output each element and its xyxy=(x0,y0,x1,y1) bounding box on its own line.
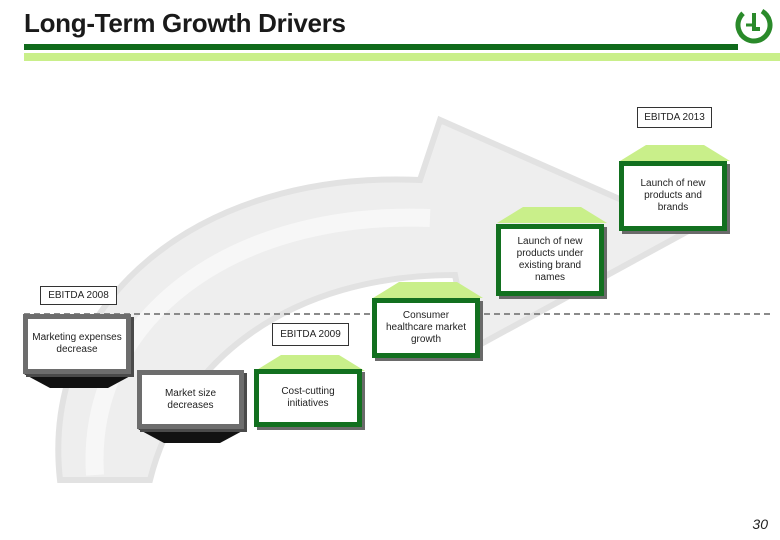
page-number: 30 xyxy=(752,516,768,532)
page-title: Long-Term Growth Drivers xyxy=(24,8,346,38)
cap-launch-existing xyxy=(497,207,607,223)
company-logo-icon xyxy=(735,6,773,44)
marketing-expenses-box: Marketing expenses decrease xyxy=(23,314,131,374)
market-size-box: Market size decreases xyxy=(137,370,244,429)
arrowhead-market-size xyxy=(138,429,246,443)
cap-launch-new xyxy=(620,145,730,161)
header-rule-light xyxy=(24,53,780,61)
launch-existing-brands-box: Launch of new products under existing br… xyxy=(496,224,604,296)
ebitda-2009-box: EBITDA 2009 xyxy=(272,323,349,346)
cap-cost-cutting xyxy=(255,355,365,371)
arrowhead-marketing xyxy=(24,374,134,388)
ebitda-2008-box: EBITDA 2008 xyxy=(40,286,117,305)
header-rule-dark xyxy=(24,44,738,50)
cap-consumer-healthcare xyxy=(373,282,483,298)
consumer-healthcare-box: Consumer healthcare market growth xyxy=(372,298,480,358)
cost-cutting-box: Cost-cutting initiatives xyxy=(254,369,362,427)
launch-new-products-brands-box: Launch of new products and brands xyxy=(619,161,727,231)
ebitda-2013-box: EBITDA 2013 xyxy=(637,107,712,128)
